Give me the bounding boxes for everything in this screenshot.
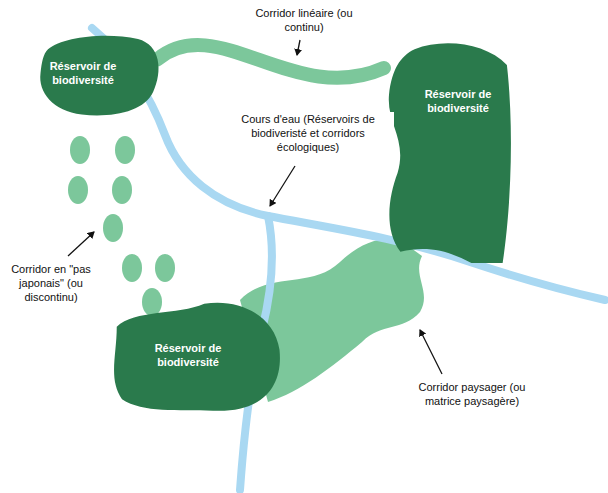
reservoir-label: Réservoir de biodiversité — [128, 342, 248, 370]
reservoir-shape — [108, 298, 283, 413]
linear-corridor — [157, 45, 384, 78]
callout-label: Corridor linéaire (ou continu) — [250, 6, 358, 36]
reservoir-label: Réservoir de biodiversité — [410, 88, 506, 116]
callout-label: Cours d'eau (Réservoirs de biodiveristé … — [222, 112, 394, 155]
biodiversity-reservoir: Réservoir de biodiversité — [38, 32, 163, 118]
reservoir-label: Réservoir de biodiversité — [42, 60, 124, 88]
river — [92, 28, 605, 490]
callout-label: Corridor en "pas japonais" (ou discontin… — [4, 262, 98, 305]
callout-label: Corridor paysager (ou matrice paysagère) — [405, 380, 539, 410]
biodiversity-reservoir: Réservoir de biodiversité — [108, 298, 283, 413]
